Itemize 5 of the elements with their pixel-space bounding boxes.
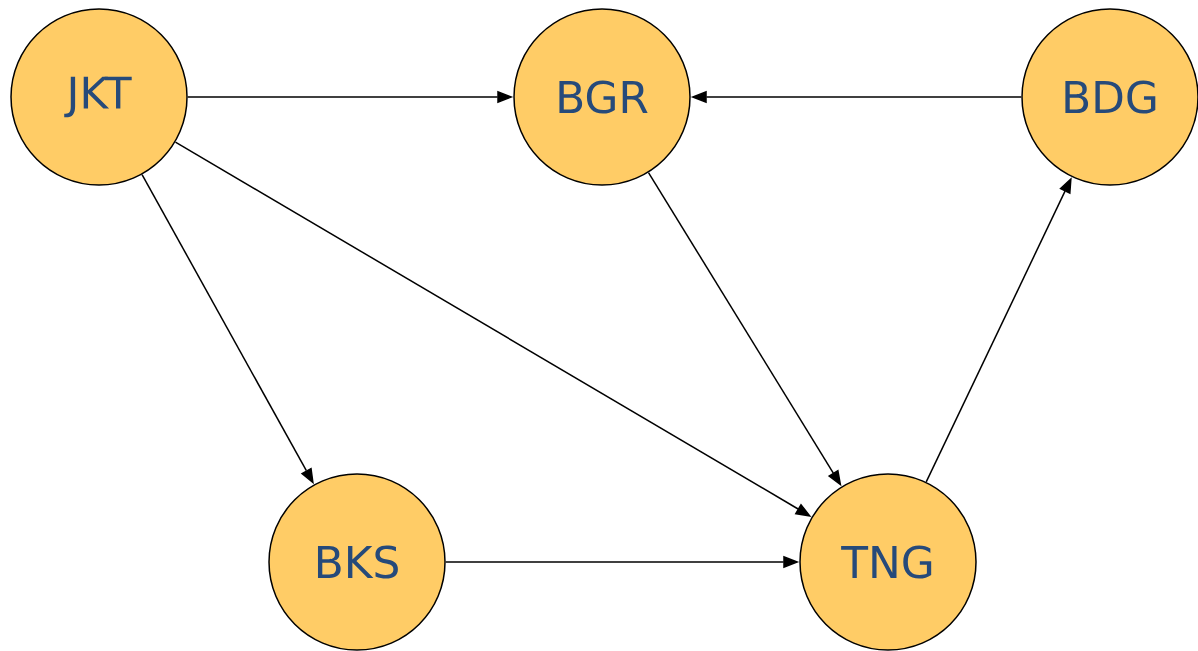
circle-node: BGR: [513, 8, 691, 186]
circle-node: BKS: [268, 473, 446, 651]
circle-node: JKT: [10, 8, 188, 186]
circle-node: BDG: [1021, 8, 1198, 186]
circle-node: TNG: [799, 473, 977, 651]
